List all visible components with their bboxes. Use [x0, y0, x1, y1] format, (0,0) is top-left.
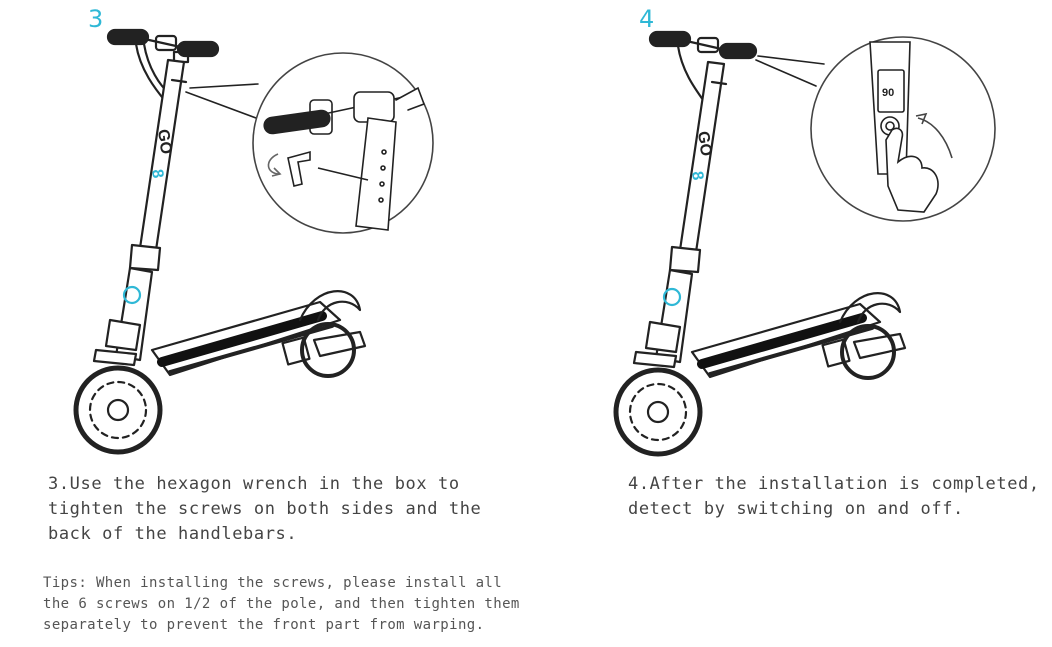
- scooter-illustration-right: GO 8: [613, 30, 907, 457]
- handlebar-zoom-illustration: [185, 52, 434, 234]
- svg-text:90: 90: [882, 87, 894, 99]
- svg-text:8: 8: [148, 168, 166, 179]
- step-3-instruction: 3.Use the hexagon wrench in the box to t…: [48, 474, 482, 544]
- power-button-zoom-illustration: 90: [755, 36, 996, 222]
- svg-text:GO: GO: [694, 130, 714, 157]
- svg-text:GO: GO: [154, 128, 174, 155]
- scooter-illustration-left: GO 8: [73, 28, 367, 455]
- rotate-arrow-icon: [267, 153, 282, 177]
- svg-text:8: 8: [688, 170, 706, 181]
- step-4-number: 4: [639, 5, 655, 33]
- rotate-arrow-icon: [915, 112, 953, 159]
- step-4-instruction: 4.After the installation is completed, d…: [628, 474, 1040, 519]
- step-3-number: 3: [88, 5, 104, 33]
- hex-wrench-icon: [287, 150, 369, 187]
- finger-press-icon: [885, 127, 939, 213]
- tips-note: Tips: When installing the screws, please…: [43, 575, 520, 633]
